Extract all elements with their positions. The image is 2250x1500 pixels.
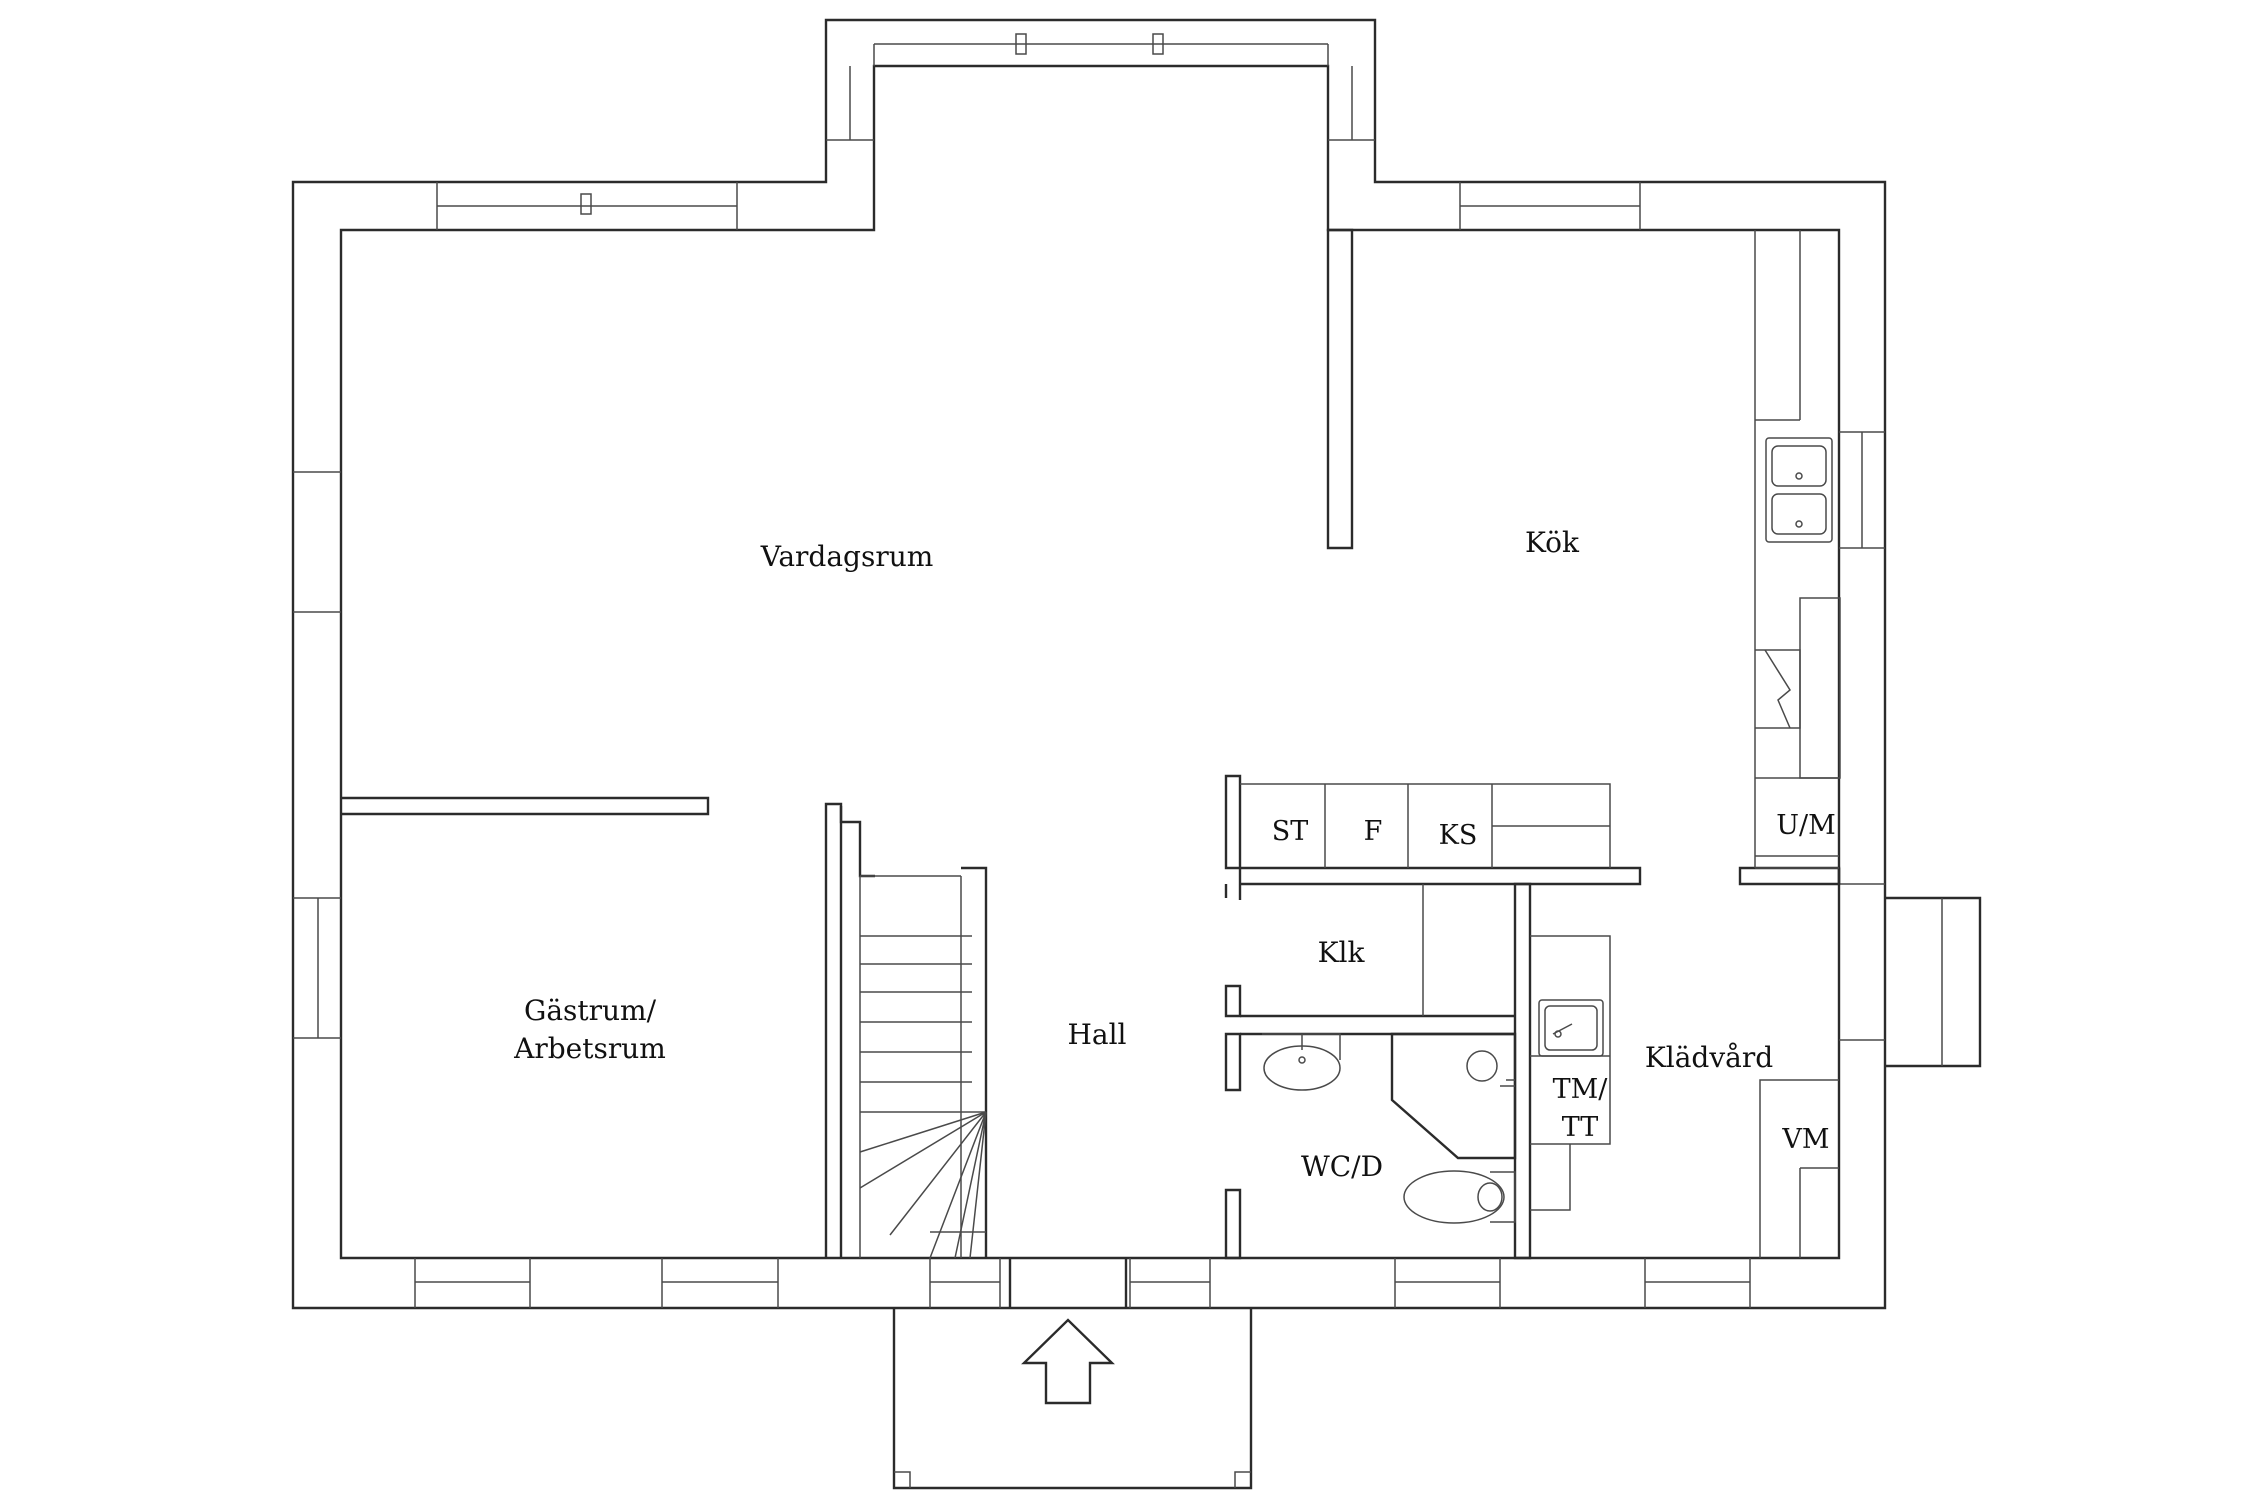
room-label-arbetsrum: Arbetsrum: [513, 1032, 666, 1065]
room-label-vardagsrum: Vardagsrum: [760, 540, 934, 573]
fixture-label-ks: KS: [1439, 820, 1478, 851]
fixture-label-tt: TT: [1562, 1112, 1599, 1143]
fixture-labels: ST F KS U/M TM/ TT VM: [1272, 810, 1836, 1155]
room-label-kok: Kök: [1525, 526, 1580, 559]
storage-cabinets: [1240, 783, 1611, 868]
wc-fixtures: [1262, 1032, 1517, 1224]
sink-icon: [1765, 437, 1833, 543]
room-label-wcd: WC/D: [1301, 1150, 1383, 1183]
wash-basin-icon: [1262, 1033, 1341, 1091]
laundry-fixtures: [1530, 935, 1839, 1258]
toilet-icon: [1403, 1170, 1516, 1224]
room-label-kladvard: Klädvård: [1645, 1041, 1773, 1074]
fixture-label-st: ST: [1272, 816, 1309, 847]
room-labels: Vardagsrum Kök Gästrum/ Arbetsrum Hall K…: [513, 526, 1773, 1183]
fixture-label-f: F: [1364, 816, 1383, 847]
kitchen-fixtures: [1754, 230, 1841, 869]
room-label-klk: Klk: [1318, 936, 1366, 969]
laundry-sink-icon: [1538, 999, 1604, 1057]
entrance-arrow-icon: [1021, 1318, 1115, 1405]
fixture-label-vm: VM: [1781, 1124, 1829, 1155]
entrance-porch: [892, 1308, 1253, 1490]
stairs: [859, 875, 987, 1259]
outer-walls: [291, 18, 1982, 1310]
fixture-label-um: U/M: [1776, 810, 1836, 841]
fixture-label-tm: TM/: [1553, 1074, 1609, 1105]
interior-walls: [341, 228, 1841, 1260]
room-label-gastrum: Gästrum/: [524, 994, 657, 1027]
room-label-hall: Hall: [1067, 1018, 1126, 1051]
